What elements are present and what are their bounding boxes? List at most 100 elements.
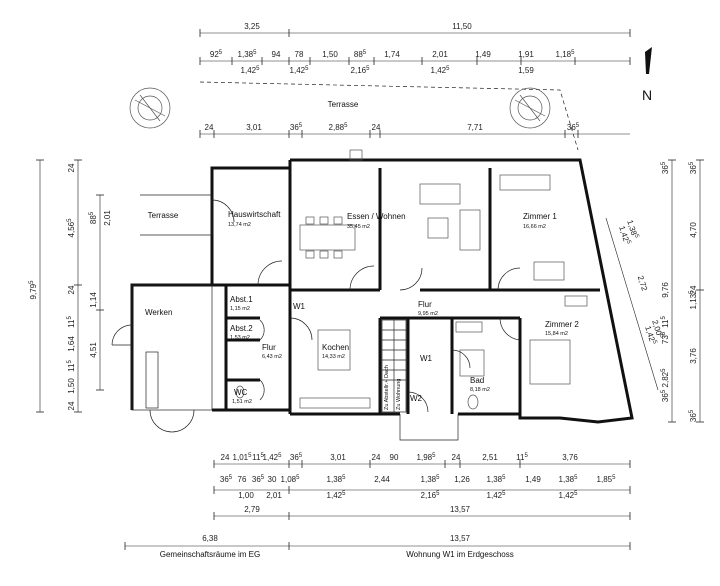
dim-bottom-3-2: 2,01	[266, 491, 282, 500]
north-arrow: N	[642, 47, 652, 103]
dim-bottom-1-9: 1,985	[417, 453, 437, 462]
dim-top-2-11: 1,185	[556, 50, 576, 59]
doors	[111, 199, 521, 433]
area-abst-1: 1,15 m2	[230, 306, 250, 312]
room-labels: Terrasse Hauswirtschaft 13,74 m2 Essen /…	[145, 210, 579, 410]
dim-bottom-2-13: 1,855	[597, 475, 617, 484]
dim-top-4-2: 3,01	[246, 123, 262, 132]
room-essen-wohnen: Essen / Wohnen	[347, 212, 406, 221]
north-label: N	[642, 87, 652, 103]
dim-bottom-2-5: 1,085	[281, 475, 301, 484]
label-stair-1: Zu Abstellr.+ Dach	[384, 365, 390, 410]
dim-bottom-2-2: 76	[238, 475, 247, 484]
dim-top-4-5: 24	[372, 123, 381, 132]
dim-bottom-1-4: 1,425	[263, 453, 283, 462]
dim-top-2-1: 925	[210, 50, 223, 59]
area-zimmer-1: 16,66 m2	[523, 224, 546, 230]
dim-bottom-3-3: 1,425	[327, 491, 347, 500]
dim-right-col1-1: 365	[661, 161, 670, 174]
armchair-icon	[533, 261, 565, 281]
chimney-icon	[349, 149, 363, 161]
dim-bottom-1-2: 1,015	[233, 453, 253, 462]
room-zimmer-2: Zimmer 2	[545, 320, 579, 329]
area-bad: 8,18 m2	[470, 387, 490, 393]
room-wc: WC	[234, 388, 248, 397]
dim-left-col2-3: 24	[67, 285, 76, 294]
dim-top-3-5: 1,59	[518, 66, 534, 75]
area-wc: 1,51 m2	[232, 399, 252, 405]
dim-left-col2-7: 1,50	[67, 378, 76, 394]
sink-icon	[455, 321, 483, 333]
dim-top-2-8: 2,01	[432, 50, 448, 59]
dim-right-diag-3: 2,72	[636, 274, 650, 292]
dim-bottom-1-1: 24	[221, 453, 230, 462]
dim-bottom-3-4: 2,165	[421, 491, 441, 500]
dim-left-col3-1: 885	[89, 211, 98, 224]
dim-bottom-5-2: 13,57	[450, 534, 471, 543]
dim-top-2-5: 1,50	[322, 50, 338, 59]
shower-icon	[459, 349, 485, 377]
dim-bottom-4-1: 2,79	[244, 505, 260, 514]
dim-top-2-6: 885	[354, 50, 367, 59]
dim-top-3-2: 1,425	[290, 66, 310, 75]
dim-bottom-2-6: 1,385	[327, 475, 347, 484]
dim-right-col2-6: 365	[689, 409, 698, 422]
dim-bottom-1-13: 3,76	[562, 453, 578, 462]
room-flur-left: Flur	[262, 343, 276, 352]
label-terrasse-top: Terrasse	[328, 100, 359, 109]
dim-bottom-3-1: 1,00	[238, 491, 254, 500]
dim-left-col2-2: 4,565	[67, 218, 76, 238]
dim-bottom-1-11: 2,51	[482, 453, 498, 462]
tree-icon	[509, 87, 551, 129]
dim-top-2-7: 1,74	[384, 50, 400, 59]
desk-icon	[499, 174, 551, 191]
dim-top-2-3: 94	[272, 50, 281, 59]
dim-top-2-10: 1,91	[518, 50, 534, 59]
side-dimension-chains: 9,795	[29, 159, 704, 423]
dim-top-4-3: 365	[290, 123, 303, 132]
dim-left-outer: 9,795	[29, 280, 38, 300]
terrace-top: Terrasse	[129, 81, 579, 151]
furniture	[235, 149, 588, 410]
bottom-dimension-chains: 2,79 13,57 6,38 13,57 Gemeinschaftsräume…	[124, 460, 631, 559]
toilet-icon	[235, 385, 245, 399]
dim-bottom-1-7: 24	[372, 453, 381, 462]
room-zimmer-1: Zimmer 1	[523, 212, 557, 221]
dim-top-1-1: 3,25	[244, 22, 260, 31]
dim-bottom-3-5: 1,425	[487, 491, 507, 500]
dim-right-col1-5: 2,825	[661, 368, 670, 388]
dim-left-col3-2: 2,01	[103, 210, 112, 226]
wardrobe-icon	[564, 295, 588, 307]
kitchen-counter-icon	[299, 397, 371, 409]
dim-bottom-4-2: 13,57	[450, 505, 471, 514]
dim-right-col1-6: 365	[661, 389, 670, 402]
dim-top-3-4: 1,425	[431, 66, 451, 75]
dim-top-4-4: 2,885	[329, 123, 349, 132]
dim-right-col2-2: 4,70	[689, 222, 698, 238]
dim-bottom-2-4: 30	[268, 475, 277, 484]
dim-bottom-1-6: 3,01	[330, 453, 346, 462]
dim-bottom-1-5: 365	[290, 453, 303, 462]
room-terrasse: Terrasse	[148, 211, 179, 220]
area-flur-main: 9,95 m2	[418, 311, 438, 317]
dim-right-col2-1: 365	[689, 161, 698, 174]
dim-bottom-1-12: 115	[516, 453, 528, 462]
area-hauswirtschaft: 13,74 m2	[228, 222, 251, 228]
sofa-icon	[419, 183, 461, 205]
dim-bottom-2-9: 1,26	[454, 475, 470, 484]
dim-bottom-5-1: 6,38	[202, 534, 218, 543]
label-w1-a: W1	[293, 302, 306, 311]
caption-gemeinschaftsraeume: Gemeinschaftsräume im EG	[160, 550, 260, 559]
top-dimension-chains: 3,25 11,50	[199, 22, 631, 138]
area-zimmer-2: 15,84 m2	[545, 331, 568, 337]
dim-top-1-2: 11,50	[452, 22, 472, 31]
dim-top-4-6: 7,71	[467, 123, 483, 132]
room-abst-1: Abst.1	[230, 295, 253, 304]
dim-bottom-2-1: 365	[220, 475, 233, 484]
dim-right-col1-4: 735	[661, 331, 670, 344]
room-werken: Werken	[145, 308, 172, 317]
dim-left-col2-8: 24	[67, 401, 76, 410]
